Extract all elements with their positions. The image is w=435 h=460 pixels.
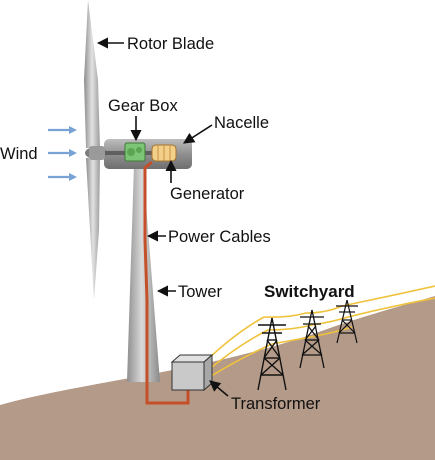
- wind-arrow-icon: [48, 173, 77, 181]
- tower: [127, 165, 160, 382]
- switchyard-tower-2: [299, 309, 325, 369]
- switchyard-tower-3: [336, 299, 358, 344]
- wind-label: Wind: [0, 145, 38, 163]
- generator: [151, 144, 177, 162]
- nacelle-pointer: [183, 124, 213, 144]
- generator-label: Generator: [170, 185, 245, 203]
- transformer-label: Transformer: [231, 395, 321, 413]
- switchyard-tower-1: [257, 317, 287, 391]
- wind-arrow-icon: [48, 126, 77, 134]
- wind-arrow-icon: [48, 149, 77, 157]
- transformer-pointer: [209, 380, 229, 397]
- gear-box: [124, 142, 146, 162]
- label-pointers: [96, 37, 229, 397]
- rotor-blade-lower: [86, 158, 100, 300]
- rotor-blade-upper: [84, 0, 100, 148]
- transmission-lines: [201, 285, 435, 379]
- nacelle-label: Nacelle: [214, 114, 269, 132]
- power-cable: [143, 160, 190, 405]
- gear-box-label: Gear Box: [108, 97, 178, 115]
- rotor-blade-label: Rotor Blade: [127, 35, 214, 53]
- transformer: [170, 353, 214, 392]
- power-cables-label: Power Cables: [168, 228, 271, 246]
- hub: [89, 146, 105, 160]
- wind-arrows: [48, 126, 77, 181]
- ground: [0, 296, 435, 460]
- tower-label: Tower: [178, 283, 223, 301]
- switchyard-label: Switchyard: [264, 282, 355, 301]
